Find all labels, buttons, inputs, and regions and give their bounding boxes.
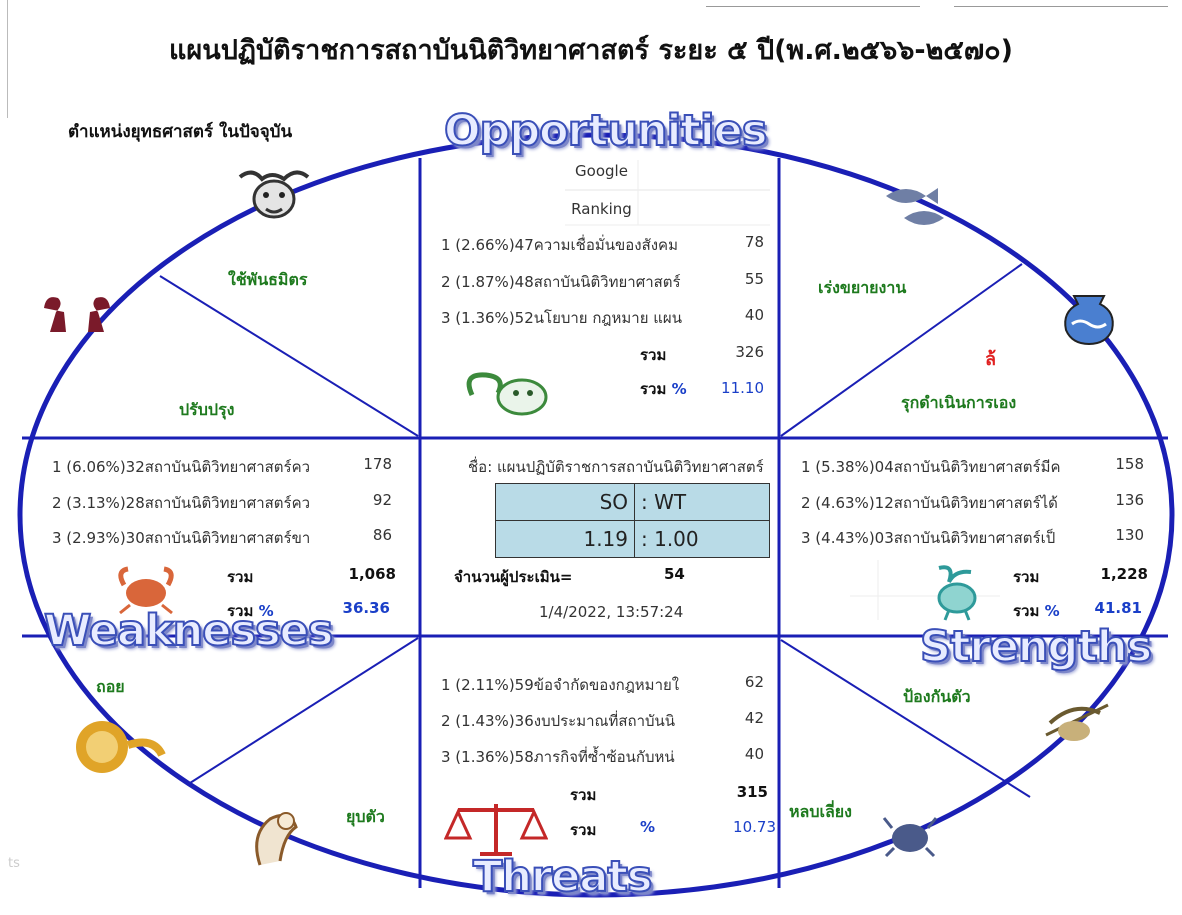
opportunities-title: Opportunities	[443, 105, 768, 157]
opportunity-row: 1 (2.66%)47ความเชื่อมั่นของสังคม	[441, 236, 678, 254]
wt-label: : WT	[634, 483, 770, 521]
opportunity-pct-label: รวม %	[640, 380, 687, 398]
strength-total-label: รวม	[1013, 568, 1040, 586]
strength-row: 3 (4.43%)03สถาบันนิติวิทยาศาสตร์เป็	[801, 529, 1056, 547]
weakness-pct-label: รวม %	[227, 602, 274, 620]
capricorn-goat-icon	[937, 565, 977, 621]
libra-icon	[444, 804, 548, 856]
so-value: 1.19	[495, 520, 635, 558]
strength-value: 130	[1115, 526, 1144, 544]
capricorn-icon	[466, 372, 548, 416]
threat-value: 62	[744, 673, 764, 691]
opportunity-row: 3 (1.36%)52นโยบาย กฎหมาย แผน	[441, 309, 682, 327]
strength-value: 136	[1115, 491, 1144, 509]
strategy-retreat: ถอย	[96, 677, 125, 696]
google-header: Google	[575, 162, 628, 180]
evaluators-label: จำนวนผู้ประเมิน=	[454, 568, 573, 586]
pisces-icon	[886, 188, 944, 225]
taurus-icon	[238, 170, 310, 219]
strategy-defend: ป้องกันตัว	[903, 687, 971, 706]
aries-icon	[44, 297, 110, 332]
virgo-icon	[255, 812, 298, 866]
opportunity-value: 78	[744, 233, 764, 251]
weakness-value: 86	[372, 526, 392, 544]
strategic-position-label: ตำแหน่งยุทธศาสตร์ ในปัจจุบัน	[68, 122, 293, 142]
strategy-overflow-marker: ล้	[985, 349, 997, 370]
weakness-row: 2 (3.13%)28สถาบันนิติวิทยาศาสตร์คว	[52, 494, 311, 512]
threat-row: 3 (1.36%)58ภารกิจที่ซ้ำซ้อนกับหน่	[441, 748, 675, 766]
opportunity-value: 40	[744, 306, 764, 324]
opportunity-total-label: รวม	[640, 346, 667, 364]
threat-pct-label: รวม	[570, 821, 597, 839]
strength-pct-label: รวม %	[1013, 602, 1060, 620]
threats-title: Threats	[472, 851, 653, 903]
weakness-pct: 36.36	[342, 599, 390, 617]
cancer-icon	[118, 566, 174, 615]
weakness-value: 92	[372, 491, 392, 509]
ranking-header: Ranking	[571, 200, 632, 218]
threat-total: 315	[736, 783, 768, 801]
evaluators-count: 54	[664, 565, 685, 583]
weakness-value: 178	[363, 455, 392, 473]
strength-total: 1,228	[1100, 565, 1148, 583]
sagittarius-icon	[1045, 703, 1109, 741]
weakness-total: 1,068	[348, 565, 396, 583]
so-label: SO	[495, 483, 635, 521]
strategy-proactive: รุกดำเนินการเอง	[901, 393, 1017, 412]
threat-value: 42	[744, 709, 764, 727]
page-title: แผนปฏิบัติราชการสถาบันนิติวิทยาศาสตร์ ระ…	[169, 35, 1013, 66]
strategy-ally: ใช้พันธมิตร	[228, 270, 308, 289]
threat-total-label: รวม	[570, 786, 597, 804]
threat-row: 1 (2.11%)59ข้อจำกัดของกฎหมายใ	[441, 676, 680, 694]
top-divider-right	[954, 6, 1168, 7]
opportunity-value: 55	[744, 270, 764, 288]
strength-row: 2 (4.63%)12สถาบันนิติวิทยาศาสตร์ได้	[801, 494, 1058, 512]
weakness-row: 3 (2.93%)30สถาบันนิติวิทยาศาสตร์ขา	[52, 529, 311, 547]
footer-fragment: ts	[8, 856, 20, 871]
so-wt-table: SO : WT 1.19 : 1.00	[495, 483, 770, 558]
strength-value: 158	[1115, 455, 1144, 473]
threat-pct: 10.73	[733, 818, 776, 836]
strength-row: 1 (5.38%)04สถาบันนิติวิทยาศาสตร์มีค	[801, 458, 1061, 476]
strategy-expand: เร่งขยายงาน	[818, 278, 907, 297]
wt-value: : 1.00	[634, 520, 770, 558]
weakness-total-label: รวม	[227, 568, 254, 586]
threat-value: 40	[744, 745, 764, 763]
strategy-dissolve: ยุบตัว	[346, 807, 385, 826]
weakness-row: 1 (6.06%)32สถาบันนิติวิทยาศาสตร์คว	[52, 458, 311, 476]
strength-pct: 41.81	[1094, 599, 1142, 617]
opportunity-row: 2 (1.87%)48สถาบันนิติวิทยาศาสตร์	[441, 273, 681, 291]
evaluation-timestamp: 1/4/2022, 13:57:24	[539, 603, 684, 621]
scorpio-icon	[882, 817, 938, 858]
plan-name: ชื่อ: แผนปฏิบัติราชการสถาบันนิติวิทยาศาส…	[468, 458, 764, 476]
opportunity-total: 326	[735, 343, 764, 361]
threat-row: 2 (1.43%)36งบประมาณที่สถาบันนิ	[441, 712, 676, 730]
strategy-avoid: หลบเลี่ยง	[789, 802, 852, 821]
leo-icon	[76, 721, 166, 773]
top-divider-left	[706, 6, 920, 7]
aquarius-icon	[1064, 295, 1114, 346]
threat-pct-sign: %	[640, 818, 656, 836]
opportunity-pct: 11.10	[721, 379, 764, 397]
strengths-title: Strengths	[919, 621, 1153, 673]
left-edge-mark	[7, 0, 8, 118]
strategy-improve: ปรับปรุง	[179, 400, 235, 419]
weaknesses-title: Weaknesses	[43, 605, 334, 657]
